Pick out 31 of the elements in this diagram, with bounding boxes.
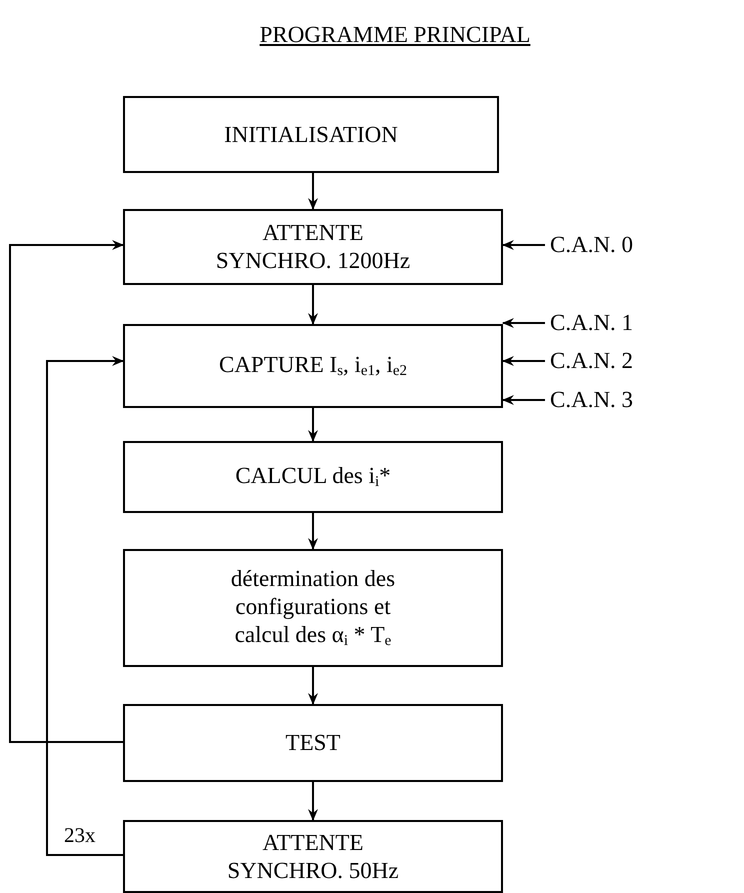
arrow: [308, 667, 318, 705]
process-label: INITIALISATION: [224, 120, 398, 148]
process-box: [123, 209, 503, 285]
arrow: [308, 285, 318, 325]
arrow: [308, 513, 318, 550]
arrow: [502, 395, 545, 405]
feedback-arrow: [9, 240, 124, 743]
arrow: [502, 240, 545, 250]
process-box: [123, 96, 499, 173]
process-box: [123, 820, 503, 893]
process-label: ATTENTE SYNCHRO. 1200Hz: [214, 219, 412, 275]
process-label: ATTENTE SYNCHRO. 50Hz: [226, 828, 400, 884]
arrow: [308, 782, 318, 821]
diagram-title: PROGRAMME PRINCIPAL: [258, 22, 532, 48]
arrow: [308, 408, 318, 442]
process-box: [123, 704, 503, 782]
process-box: [123, 324, 503, 408]
process-label: TEST: [286, 729, 340, 757]
signal-label: C.A.N. 2: [550, 347, 634, 375]
process-label: détermination des configurations et calcul des α$_{i}$ * T$_{e}$: [230, 565, 396, 651]
arrow: [502, 318, 545, 328]
signal-label: C.A.N. 0: [550, 231, 634, 259]
signal-label: C.A.N. 1: [550, 309, 634, 337]
process-label: CAPTURE I$_{s}$, i$_{e1}$, i$_{e2}$: [218, 351, 408, 381]
process-box: [123, 441, 503, 513]
arrow: [502, 356, 545, 366]
arrow: [308, 173, 318, 210]
process-label: CALCUL des i$_{i}$*: [235, 462, 391, 492]
process-box: [123, 549, 503, 667]
feedback-arrow: [46, 356, 124, 856]
signal-label: C.A.N. 3: [550, 386, 634, 414]
